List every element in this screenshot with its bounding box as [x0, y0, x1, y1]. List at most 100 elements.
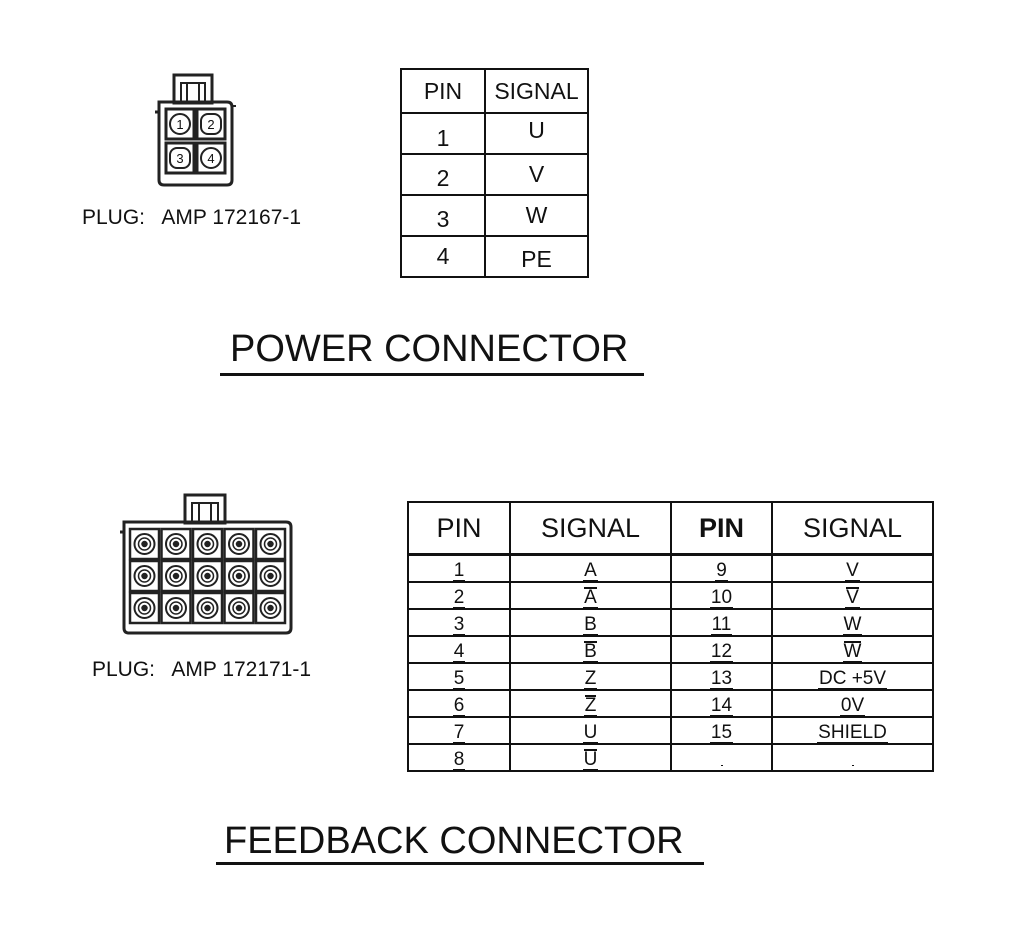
- pin-cell: 9: [670, 553, 773, 583]
- feedback-title-underline: [216, 862, 704, 865]
- plug-contact: [267, 604, 274, 612]
- signal-cell-text: Z: [583, 667, 598, 689]
- pin-cell: 1: [400, 112, 486, 155]
- feedback-plug-drawing: [120, 493, 293, 635]
- plug-contact: [137, 537, 152, 551]
- pin-cell-text: 13: [709, 667, 734, 689]
- power-plug-pin-3: 3: [176, 151, 183, 166]
- signal-cell-text: Z: [583, 694, 598, 716]
- plug-cavity: [191, 527, 224, 561]
- plug-cavity: [254, 527, 287, 561]
- plug-contact: [141, 540, 148, 548]
- power-plug-pin-1: 1: [176, 117, 183, 132]
- signal-cell: U: [484, 112, 589, 155]
- pin-header-right: PIN: [670, 501, 773, 556]
- plug-contact: [232, 601, 246, 615]
- signal-cell-text: U: [582, 721, 599, 743]
- plug-contact: [235, 572, 243, 580]
- plug-cavity: [160, 527, 192, 561]
- pin-cell: 2: [407, 580, 511, 610]
- power-title-underline: [220, 373, 644, 376]
- signal-cell-text: SHIELD: [817, 721, 888, 743]
- plug-contact: [235, 604, 243, 612]
- signal-cell: B: [509, 607, 672, 637]
- pin-cell-text: 7: [452, 721, 466, 743]
- signal-cell: DC +5V: [771, 661, 934, 691]
- signal-cell: Z: [509, 688, 672, 718]
- plug-contact: [200, 601, 215, 615]
- power-pin-table: PIN SIGNAL 1 U 2 V 3 W 4 PE: [400, 68, 589, 278]
- plug-contact: [169, 537, 183, 551]
- plug-cavity: [223, 527, 255, 561]
- pin-cell: 6: [407, 688, 511, 718]
- signal-cell-text: DC +5V: [817, 667, 888, 689]
- signal-cell-text: V: [845, 559, 860, 581]
- power-connector-title: POWER CONNECTOR: [230, 328, 629, 370]
- plug-cavity: [254, 559, 287, 593]
- pin-cell-text: 1: [452, 559, 466, 581]
- signal-cell: A: [509, 580, 672, 610]
- plug-cavity: [223, 559, 255, 593]
- pin-cell: 13: [670, 661, 773, 691]
- pin-cell: 4: [400, 235, 486, 278]
- signal-cell: A: [509, 553, 672, 583]
- pin-cell: 5: [407, 661, 511, 691]
- signal-cell-text: V: [845, 586, 860, 608]
- signal-cell: V: [484, 153, 589, 196]
- plug-contact: [133, 533, 156, 555]
- pin-cell-text: 12: [709, 640, 734, 662]
- signal-cell: PE: [484, 235, 589, 278]
- pin-cell-text: 15: [709, 721, 734, 743]
- plug-contact: [200, 569, 215, 583]
- plug-cavity: [191, 559, 224, 593]
- signal-cell: W: [771, 634, 934, 664]
- plug-contact: [267, 540, 274, 548]
- signal-cell: SHIELD: [771, 715, 934, 745]
- plug-contact: [204, 604, 211, 612]
- plug-contact: [141, 604, 148, 612]
- plug-contact: [172, 604, 180, 612]
- pin-cell: 4: [407, 634, 511, 664]
- pin-cell-text: 6: [452, 694, 466, 716]
- signal-cell-text: B: [583, 613, 598, 635]
- plug-cavity: [128, 559, 161, 593]
- plug-cavity: [160, 591, 192, 625]
- plug-cavity: [254, 591, 287, 625]
- plug-contact: [137, 601, 152, 615]
- plug-contact: [259, 533, 282, 555]
- power-plug-pin-2: 2: [207, 117, 214, 132]
- plug-contact: [235, 540, 243, 548]
- signal-cell-text: W: [842, 640, 863, 662]
- power-plug-drawing: 1 2 3 4: [155, 73, 236, 187]
- signal-cell: Z: [509, 661, 672, 691]
- signal-cell: W: [484, 194, 589, 237]
- plug-contact: [200, 537, 215, 551]
- power-plug-pin-4: 4: [207, 151, 214, 166]
- plug-contact: [169, 601, 183, 615]
- pin-cell: 12: [670, 634, 773, 664]
- pin-cell-text: 5: [452, 667, 466, 689]
- plug-contact: [228, 597, 250, 619]
- plug-contact: [263, 537, 278, 551]
- plug-contact: [232, 537, 246, 551]
- plug-contact: [133, 597, 156, 619]
- signal-cell-text: A: [583, 586, 598, 608]
- plug-cavity: [128, 591, 161, 625]
- pin-cell-text: [720, 764, 723, 766]
- pin-cell: 7: [407, 715, 511, 745]
- plug-contact: [137, 569, 152, 583]
- power-plug-label: PLUG: AMP 172167-1: [82, 206, 302, 229]
- plug-contact: [196, 533, 219, 555]
- pin-cell-text: 4: [452, 640, 466, 662]
- pin-cell: 14: [670, 688, 773, 718]
- signal-cell-text: [851, 764, 854, 766]
- table-row: 2 V: [400, 153, 589, 196]
- plug-cavity: [160, 559, 192, 593]
- plug-contact: [263, 569, 278, 583]
- plug-contact: [263, 601, 278, 615]
- signal-cell: W: [771, 607, 934, 637]
- signal-cell: U: [509, 742, 672, 772]
